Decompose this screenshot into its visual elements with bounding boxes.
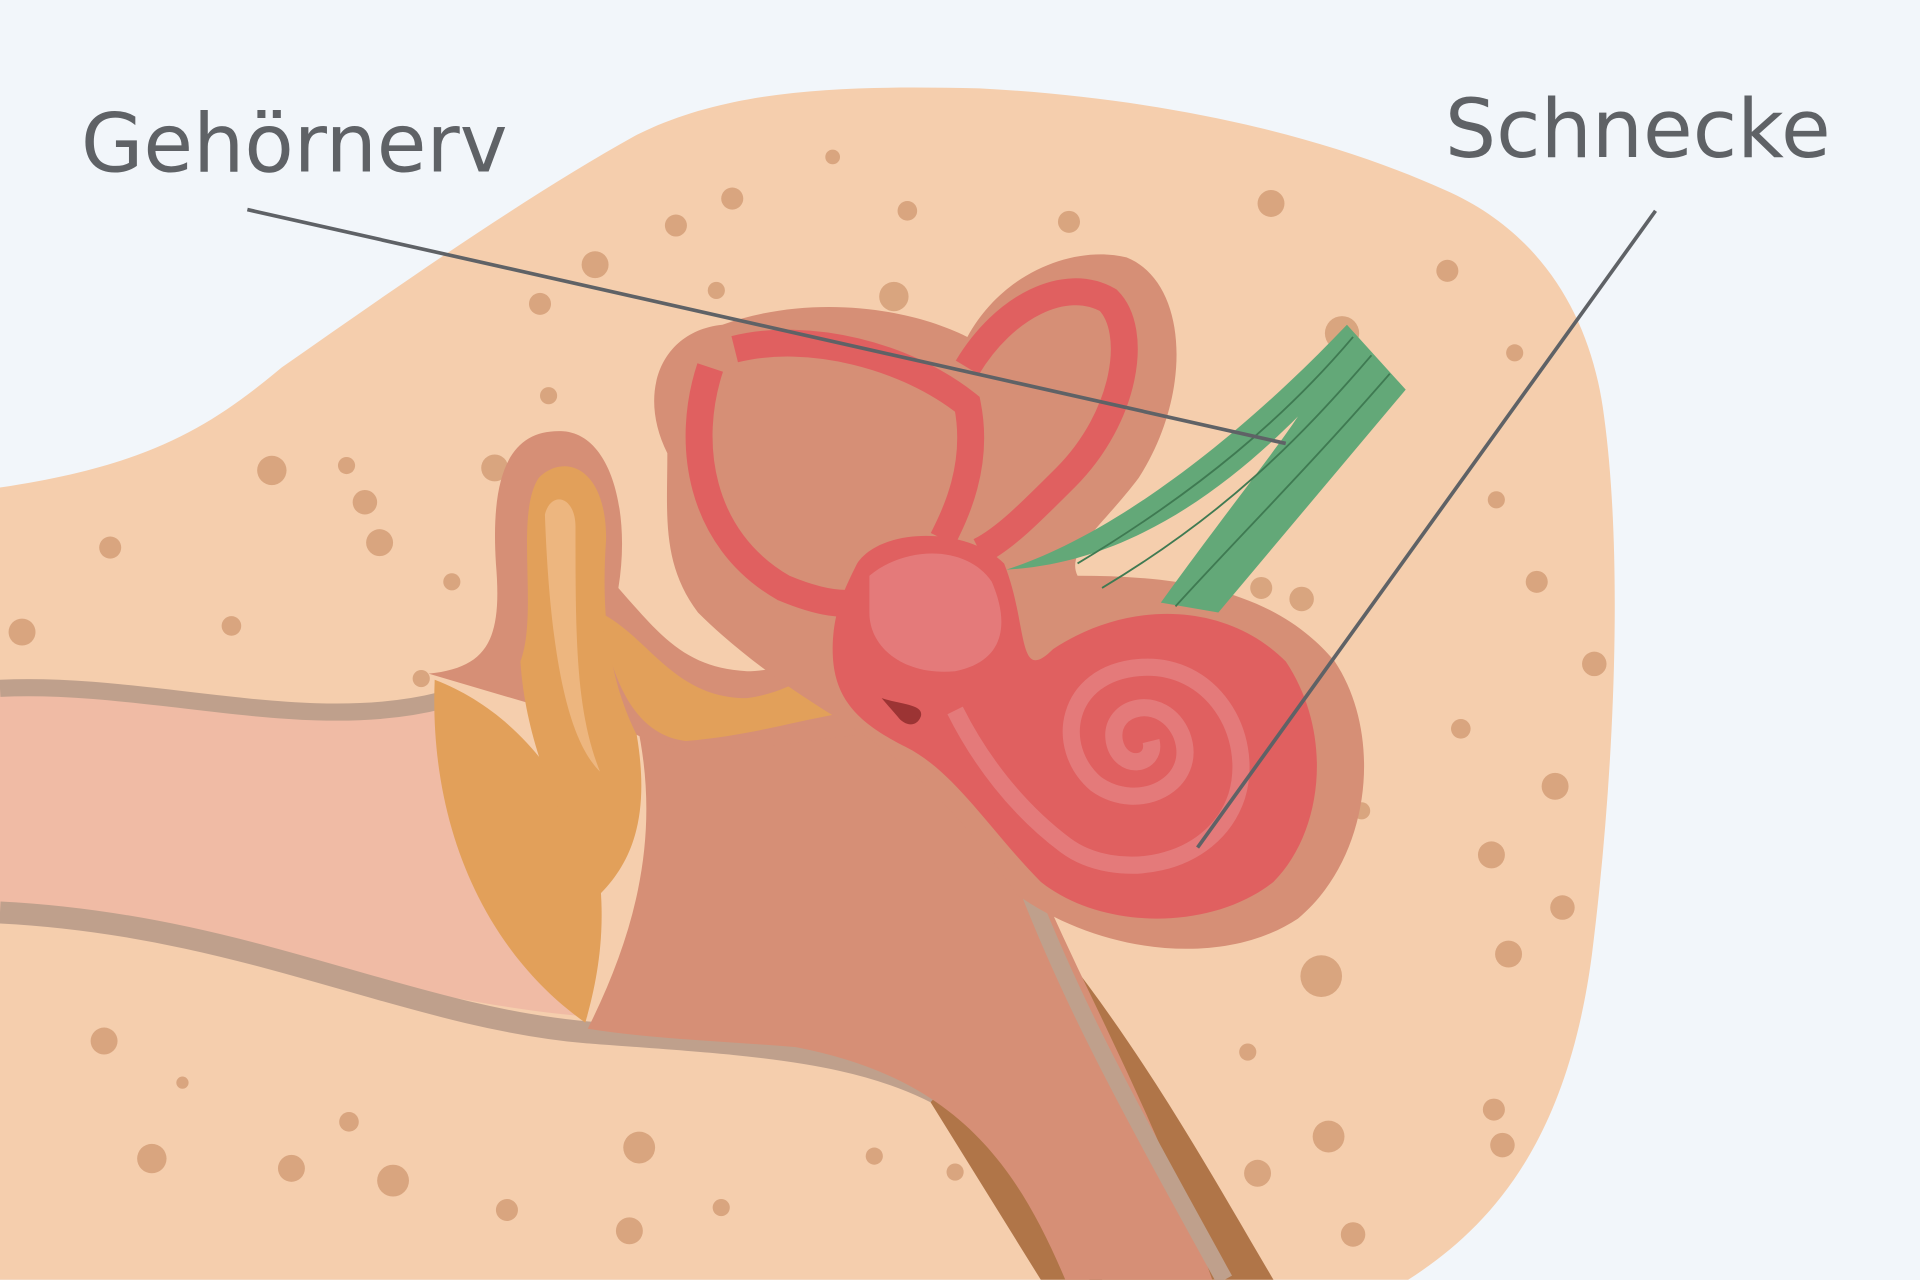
tube-wall (1008, 854, 1232, 1280)
leader-line-gehoernerv (246, 207, 1287, 446)
middle-ear-cavity (587, 685, 1213, 1280)
malleus-highlight (544, 499, 600, 772)
leader-line-schnecke (1196, 209, 1658, 849)
incus-stapes (600, 612, 864, 742)
label-gehoernerv: Gehörnerv (81, 98, 508, 192)
cochlea-spiral (947, 658, 1250, 874)
auditory-nerve (1006, 324, 1406, 613)
bone-texture-dots (8, 149, 1607, 1247)
round-window (881, 698, 922, 725)
canal-wall-upper (0, 679, 443, 721)
nerve-fibers (1077, 336, 1391, 607)
vestibule-highlight (869, 553, 1002, 672)
eardrum (434, 679, 602, 1023)
label-schnecke: Schnecke (1445, 83, 1831, 177)
